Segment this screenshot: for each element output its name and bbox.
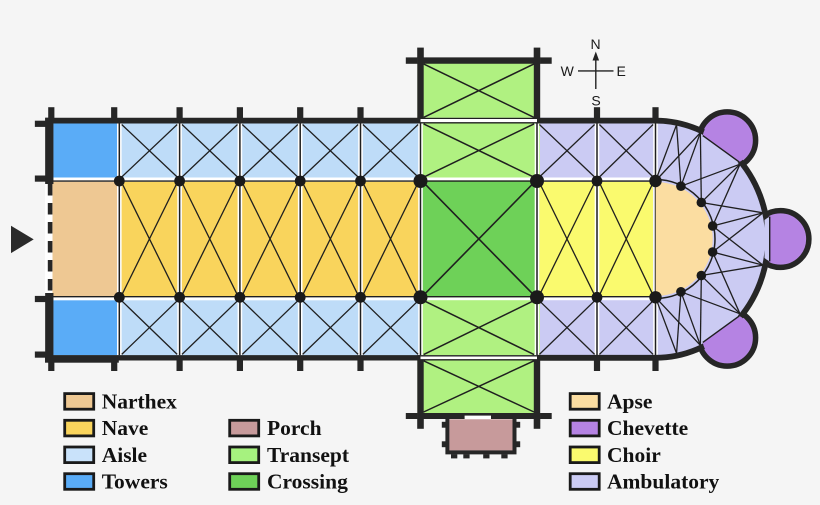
svg-text:N: N [590,36,600,52]
svg-text:Transept: Transept [267,443,350,467]
svg-text:Ambulatory: Ambulatory [607,470,720,494]
svg-text:Narthex: Narthex [102,390,177,414]
svg-text:Choir: Choir [607,443,661,467]
svg-text:Crossing: Crossing [267,470,348,494]
svg-text:Porch: Porch [267,416,322,440]
svg-text:Towers: Towers [102,470,168,494]
svg-text:Apse: Apse [607,390,652,414]
svg-text:W: W [561,63,575,79]
svg-text:Nave: Nave [102,416,149,440]
svg-text:Aisle: Aisle [102,443,147,467]
svg-text:Chevette: Chevette [607,416,688,440]
svg-text:S: S [591,93,600,109]
svg-text:E: E [617,63,626,79]
